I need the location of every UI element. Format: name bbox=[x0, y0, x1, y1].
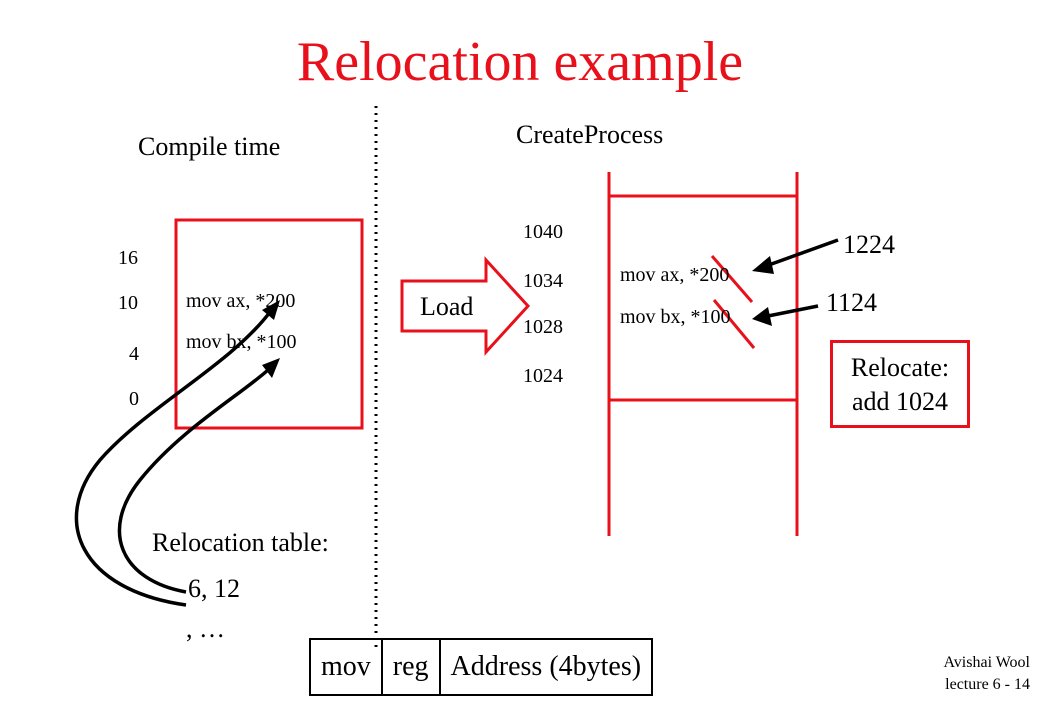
process-address-1024: 1024 bbox=[523, 365, 563, 387]
arrow-1224-head bbox=[752, 256, 774, 274]
compile-address-16: 16 bbox=[118, 247, 138, 269]
footer-lecture: lecture 6 - 14 bbox=[945, 676, 1030, 693]
arrow-1124 bbox=[767, 304, 819, 318]
relocate-line-2: add 1024 bbox=[851, 387, 949, 416]
instruction-format-table: mov reg Address (4bytes) bbox=[309, 638, 654, 696]
relocation-table-label: Relocation table: bbox=[152, 528, 329, 557]
arrow-1224 bbox=[765, 238, 839, 268]
slide-footer: Avishai Wool lecture 6 - 14 bbox=[900, 652, 1030, 696]
relocate-line-1: Relocate: bbox=[850, 353, 950, 382]
relocate-box: Relocate: add 1024 bbox=[830, 340, 970, 428]
relocation-table-entry-1: 6, 12 bbox=[188, 574, 240, 603]
load-arrow bbox=[400, 256, 531, 356]
format-cell-address: Address (4bytes) bbox=[450, 651, 642, 682]
process-code-line-1: mov ax, *200 bbox=[620, 264, 730, 286]
create-process-heading: CreateProcess bbox=[516, 120, 664, 149]
strike-200 bbox=[710, 255, 754, 303]
format-cell-register: reg bbox=[383, 640, 441, 694]
reloc-curve-outer bbox=[74, 310, 272, 607]
process-address-1034: 1034 bbox=[523, 270, 563, 292]
compile-address-4: 4 bbox=[129, 343, 139, 365]
process-code-line-2: mov bx, *100 bbox=[620, 306, 731, 328]
reloc-curve-inner bbox=[117, 368, 270, 594]
compile-address-0: 0 bbox=[129, 388, 139, 410]
footer-author: Avishai Wool bbox=[943, 654, 1030, 671]
compile-address-10: 10 bbox=[118, 292, 138, 314]
arrow-1124-head bbox=[752, 307, 772, 326]
load-label: Load bbox=[420, 292, 474, 321]
compile-code-box bbox=[174, 218, 364, 430]
process-address-1040: 1040 bbox=[523, 221, 563, 243]
new-value-1224: 1224 bbox=[843, 230, 895, 259]
reloc-curve-inner-head bbox=[262, 358, 280, 378]
strike-100 bbox=[712, 299, 756, 349]
compile-time-heading: Compile time bbox=[138, 132, 281, 161]
slide-title: Relocation example bbox=[296, 31, 744, 93]
new-value-1124: 1124 bbox=[826, 288, 878, 317]
relocation-table-entry-2: , … bbox=[186, 614, 225, 643]
compile-code-line-1: mov ax, *200 bbox=[186, 290, 296, 312]
reloc-curve-outer-head bbox=[262, 300, 280, 320]
process-address-1028: 1028 bbox=[523, 316, 563, 338]
compile-code-line-2: mov bx, *100 bbox=[186, 331, 297, 353]
format-cell-opcode: mov bbox=[311, 640, 383, 694]
